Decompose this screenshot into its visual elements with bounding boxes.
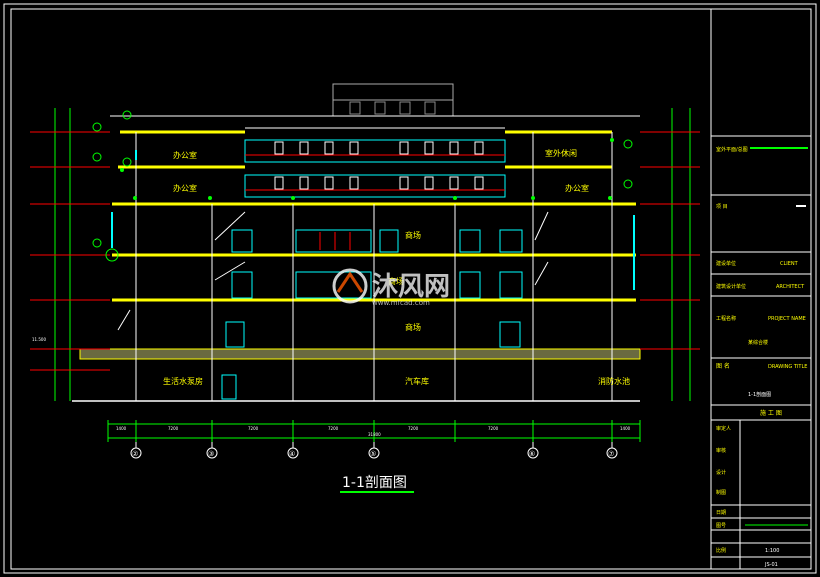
inner-frame xyxy=(10,8,812,570)
tb-row-8-value: 1-1剖面图 xyxy=(748,391,771,398)
outer-frame xyxy=(3,3,817,574)
tb-row-3-label: 建设单位 xyxy=(716,260,736,267)
dim-5: 7200 xyxy=(408,426,419,431)
axis-7: ⑦ xyxy=(608,450,614,458)
left-dimensions xyxy=(30,108,132,401)
label-office-upper: 办公室 xyxy=(173,150,197,160)
right-dimensions xyxy=(623,108,700,401)
axis-2: ② xyxy=(132,450,138,458)
tb-bottom-1: 日期 xyxy=(716,510,726,516)
drawing-title: 1-1剖面图 xyxy=(342,475,407,491)
axis-5: ⑤ xyxy=(370,450,376,458)
title-block: 室外平面/总图 项 目 建设单位 CLIENT 建筑设计单位 ARCHITECT… xyxy=(711,135,811,569)
tb-row-4-label: 建筑设计单位 xyxy=(716,283,746,290)
label-fire-pool: 消防水池 xyxy=(598,376,630,386)
tb-scale: 1:100 xyxy=(765,548,779,554)
building-section xyxy=(72,83,641,402)
label-mall-mid: 商场 xyxy=(388,276,404,286)
tb-row-1-label: 室外平面/总图 xyxy=(716,146,748,153)
tb-sheet-no: JS-01 xyxy=(764,562,778,568)
tb-row-2-label: 项 目 xyxy=(716,204,728,210)
dim-7: 1400 xyxy=(620,426,631,431)
dim-4: 7200 xyxy=(328,426,339,431)
tb-bottom-2: 图号 xyxy=(716,523,726,529)
tb-row-7-value: DRAWING TITLE xyxy=(768,364,807,370)
label-outdoor-gym: 室外休闲 xyxy=(545,148,577,158)
tb-construction-label: 施 工 图 xyxy=(760,409,782,417)
label-water-pump: 生活水泵房 xyxy=(163,376,203,386)
dim-total: 31800 xyxy=(368,432,381,437)
room-labels: 办公室 办公室 室外休闲 办公室 商场 商场 商场 生活水泵房 汽车库 消防水池… xyxy=(32,148,630,386)
label-office-right: 办公室 xyxy=(565,183,589,193)
tb-sign-1: 审定人 xyxy=(716,425,731,432)
tb-row-6-value: 某综合楼 xyxy=(748,339,768,346)
bottom-dimensions: 1400 7200 7200 7200 7200 7200 1400 31800… xyxy=(107,420,641,459)
tb-row-5-label: 工程名称 xyxy=(716,315,736,322)
tb-sign-3: 设计 xyxy=(716,469,726,476)
dim-6: 7200 xyxy=(488,426,499,431)
watermark-logo-icon xyxy=(332,268,368,304)
watermark-brand: 沐风网 xyxy=(372,272,450,302)
axis-6: ⑥ xyxy=(529,450,535,458)
tb-sign-2: 审核 xyxy=(716,447,726,454)
label-mall-top: 商场 xyxy=(405,230,421,240)
tb-row-7-label: 图 名 xyxy=(716,362,730,370)
axis-4: ④ xyxy=(289,450,295,458)
tb-row-3-value: CLIENT xyxy=(780,261,799,267)
label-office-lower: 办公室 xyxy=(173,183,197,193)
tb-bottom-3: 比例 xyxy=(716,547,726,554)
tb-row-4-value: ARCHITECT xyxy=(776,284,805,290)
ground-slab xyxy=(79,348,641,360)
watermark-url: www.mfcad.com xyxy=(372,299,430,307)
tb-sign-4: 制图 xyxy=(716,489,726,496)
dim-3: 7200 xyxy=(248,426,259,431)
watermark: 沐风网 www.mfcad.com xyxy=(332,268,450,307)
tb-row-5-value: PROJECT NAME xyxy=(768,316,806,322)
label-mall-low: 商场 xyxy=(405,322,421,332)
label-garage: 汽车库 xyxy=(405,376,429,386)
label-small-tag: 11.500 xyxy=(32,337,46,342)
dim-1: 1400 xyxy=(116,426,127,431)
dim-2: 7200 xyxy=(168,426,179,431)
axis-3: ③ xyxy=(208,450,214,458)
